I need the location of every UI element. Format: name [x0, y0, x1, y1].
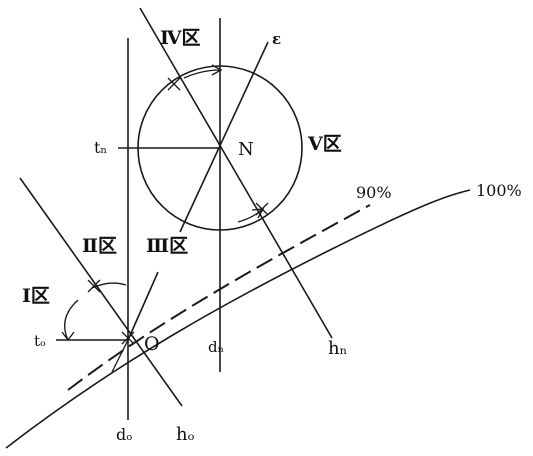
line-ho [19, 177, 183, 407]
arc-zone-1 [64, 299, 79, 341]
line-hn [139, 7, 333, 339]
line-o-lower [111, 339, 129, 373]
label-do: dₒ [116, 425, 132, 444]
arc-arrow-top [183, 69, 221, 79]
label-zone-3: Ⅲ区 [146, 235, 188, 257]
line-o-epsilon [127, 271, 159, 341]
label-zone-2: Ⅱ区 [82, 235, 117, 257]
label-dn: dₙ [208, 338, 224, 356]
arc-arrow-bottom-head [251, 208, 265, 219]
label-zone-1: Ⅰ区 [22, 285, 50, 307]
arc-zone-2 [91, 282, 127, 289]
label-zone-4: Ⅳ区 [160, 27, 201, 49]
humidity-curve-90 [67, 204, 371, 391]
label-point-o: O [144, 333, 160, 355]
label-curve-100: 100% [476, 181, 522, 200]
cross-mark-3 [87, 279, 101, 293]
arc-zone-1-head [61, 331, 75, 342]
label-curve-90: 90% [356, 183, 392, 202]
zone-circle [137, 65, 303, 231]
label-ho: hₒ [176, 424, 195, 445]
label-epsilon: ε [272, 30, 281, 48]
label-tn: tₙ [94, 138, 107, 157]
label-hn: hₙ [328, 338, 347, 359]
cross-mark-1 [167, 77, 181, 91]
label-point-n: N [238, 139, 254, 160]
cross-mark-4 [121, 331, 135, 345]
arc-arrow-top-head [211, 64, 223, 76]
label-to: tₒ [34, 332, 46, 350]
cross-mark-2 [255, 202, 269, 216]
label-zone-5: Ⅴ区 [307, 133, 342, 155]
